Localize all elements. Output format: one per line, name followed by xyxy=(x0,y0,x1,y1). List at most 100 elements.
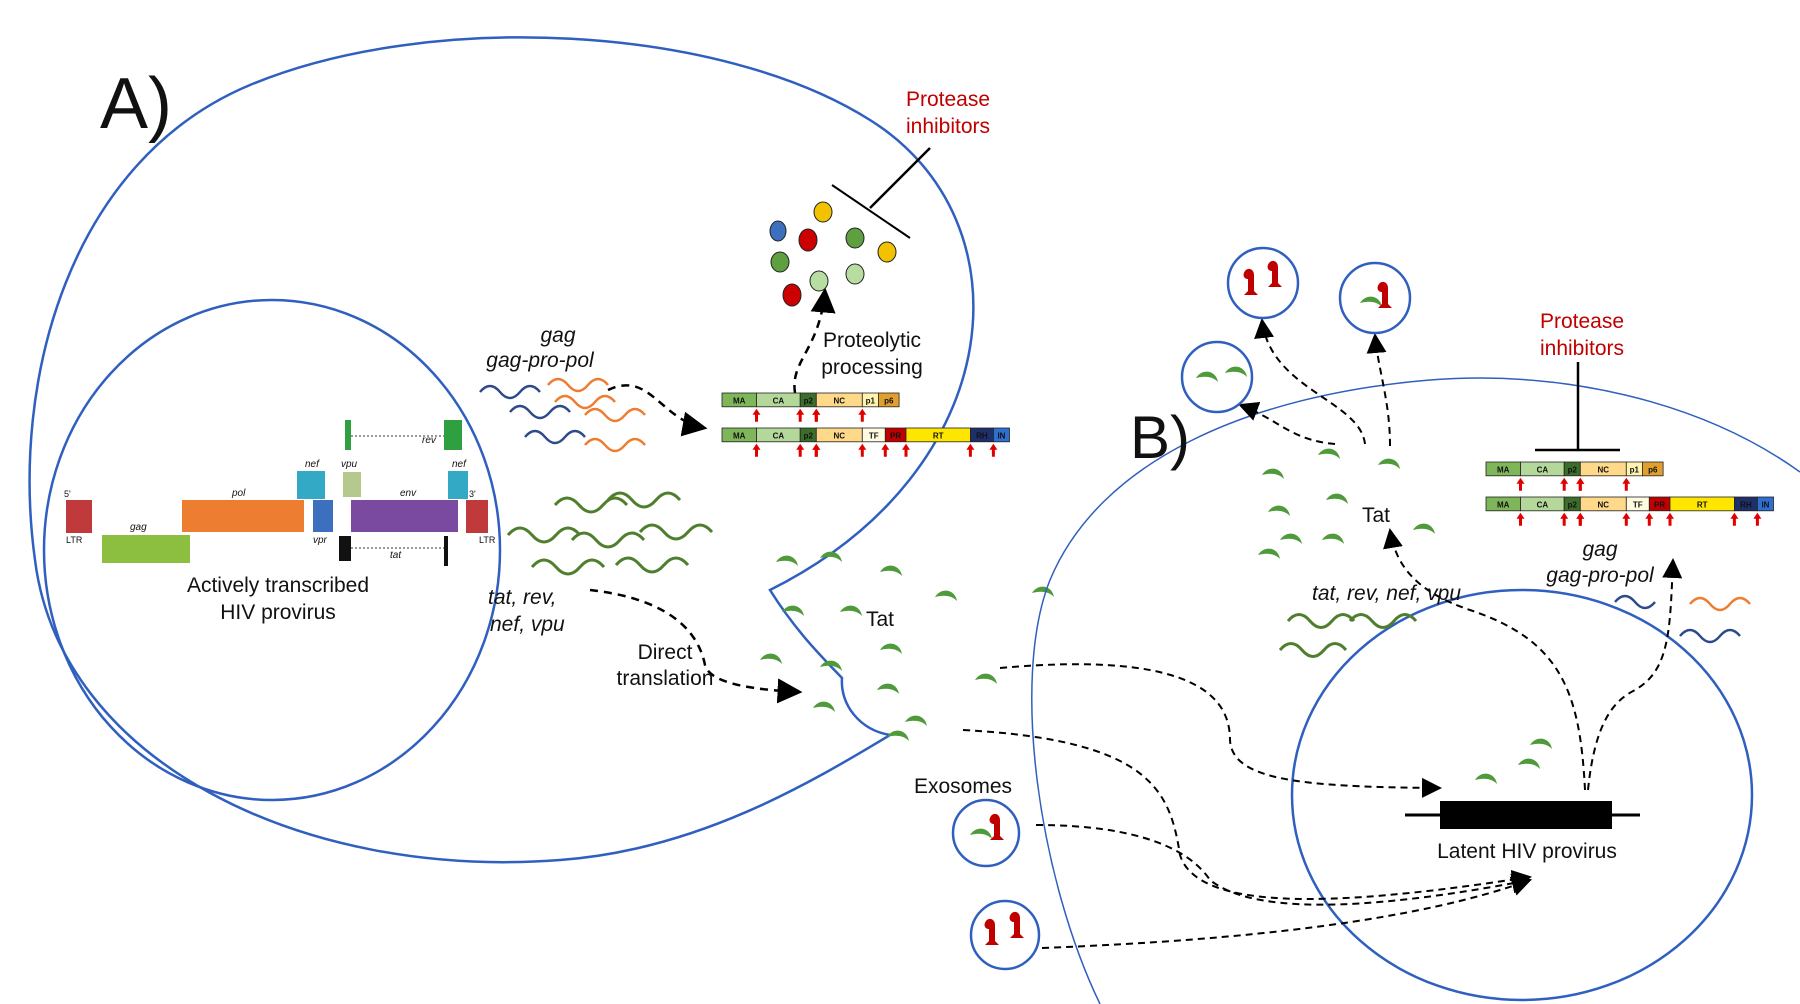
tat-at-promoter xyxy=(1475,738,1552,784)
tat-proteins-a xyxy=(760,551,1054,712)
cleavage-site-arrow xyxy=(752,408,761,422)
polyprotein-segment-label: NC xyxy=(834,431,846,440)
protease-inhibitors-b-line1: Protease xyxy=(1540,310,1624,333)
tat-protein xyxy=(813,701,835,712)
tat-protein xyxy=(1530,738,1552,749)
polyprotein-segment-label: p1 xyxy=(866,396,876,405)
tat-exon1 xyxy=(339,536,351,561)
cleavage-site-arrow xyxy=(1753,512,1762,526)
cleavage-site-arrow xyxy=(796,408,805,422)
vpr-box xyxy=(313,500,333,532)
spliced-label-line2: nef, vpu xyxy=(490,613,565,636)
tat-protein xyxy=(880,565,902,576)
cleavage-site-arrow xyxy=(1560,477,1569,491)
cleavage-site-arrow xyxy=(1666,512,1674,526)
polyprotein-segment-label: PR xyxy=(890,431,901,440)
proteolytic-label-line2: processing xyxy=(821,356,923,379)
polyprotein-segment-label: CA xyxy=(1537,500,1549,509)
polyprotein-segment-label: NC xyxy=(834,396,846,405)
polyprotein-segment-label: MA xyxy=(1497,465,1510,474)
panel-b: B) Latent HIV provirus Tat xyxy=(962,246,1800,1004)
cleavage-site-arrow xyxy=(858,443,867,457)
polyprotein-segment-label: IN xyxy=(1761,500,1769,509)
polyprotein-segment-label: TF xyxy=(1633,500,1643,509)
polyprotein-segment-label: p2 xyxy=(804,396,814,405)
cleavage-site-arrow xyxy=(1576,477,1585,491)
tat-protein xyxy=(1413,523,1435,534)
cleavage-site-arrow xyxy=(1622,512,1631,526)
ltr5-prime-label: 5' xyxy=(64,489,71,499)
polyprotein-segment-label: NC xyxy=(1598,465,1610,474)
tat-protein xyxy=(1475,773,1497,784)
gag-gene-label: gag xyxy=(130,522,147,533)
polyprotein-segment-label: RH xyxy=(1740,500,1752,509)
arrow-exosome-tat xyxy=(962,729,1532,900)
tat-protein xyxy=(776,555,798,566)
arrow-exosome2 xyxy=(1041,876,1532,949)
direct-label-line1: Direct xyxy=(638,641,693,664)
tat-protein xyxy=(935,590,957,601)
rev-exon2 xyxy=(444,420,462,450)
polyprotein-segment-p6 xyxy=(1642,461,1664,477)
transcript-gag-label: gag xyxy=(540,324,575,347)
rev-gene-label: rev xyxy=(422,435,437,446)
nucleus-a xyxy=(42,298,502,802)
tat-protein xyxy=(877,683,899,694)
polyprotein-segment-label: CA xyxy=(1537,465,1549,474)
polyprotein-segment-label: RT xyxy=(933,431,944,440)
protease-inhibitors-a-line2: inhibitors xyxy=(906,115,990,138)
cleavage-site-arrow xyxy=(966,443,975,457)
cleavage-site-arrow xyxy=(796,443,805,457)
polyprotein-segment-label: p6 xyxy=(884,396,894,405)
cleavage-site-arrow xyxy=(1576,512,1585,526)
cleavage-site-arrow xyxy=(812,408,821,422)
released-exosome-1 xyxy=(1180,340,1254,414)
released-exosome-3 xyxy=(1338,261,1412,335)
latent-provirus-label: Latent HIV provirus xyxy=(1437,840,1617,863)
polyprotein-segment-label: p2 xyxy=(804,431,814,440)
protease-inhibitors-b-line2: inhibitors xyxy=(1540,337,1624,360)
cleavage-site-arrow xyxy=(989,443,998,457)
tat-protein xyxy=(1268,505,1290,516)
polyprotein-segment-label: p2 xyxy=(1568,500,1578,509)
arrow-to-exosome-left xyxy=(1238,401,1336,445)
panel-b-label: B) xyxy=(1130,404,1190,471)
tat-protein xyxy=(887,730,909,741)
provirus-label-line2: HIV provirus xyxy=(220,601,336,624)
proteolytic-label-line1: Proteolytic xyxy=(823,329,921,352)
arrow-tat-to-provirus xyxy=(999,663,1442,798)
tat-protein xyxy=(1280,533,1302,544)
tat-label-a: Tat xyxy=(866,608,894,631)
arrow-exosome1 xyxy=(1035,824,1532,906)
tat-protein xyxy=(1326,493,1348,504)
cleavage-site-arrow xyxy=(752,443,761,457)
mature-proteins xyxy=(769,201,897,307)
tat-protein xyxy=(1258,548,1280,559)
ltr5-label: LTR xyxy=(66,535,83,545)
rev-exon1 xyxy=(345,420,351,450)
arrow-to-polyprotein xyxy=(607,384,708,437)
tat-protein xyxy=(760,653,782,664)
tat-protein xyxy=(840,605,862,616)
polyprotein-segment-label: CA xyxy=(773,431,785,440)
provirus-label-line1: Actively transcribed xyxy=(187,574,369,597)
tat-protein xyxy=(1518,758,1540,769)
tat-exon2 xyxy=(444,536,448,566)
tat-protein xyxy=(905,715,927,726)
cleavage-site-arrow xyxy=(902,443,910,457)
polyprotein-segment-label: MA xyxy=(1497,500,1510,509)
tat-gene-label: tat xyxy=(390,550,402,561)
nef-left-box xyxy=(297,471,325,499)
pol-box xyxy=(182,500,304,532)
exosomes-label: Exosomes xyxy=(914,775,1012,798)
polyprotein-segment-label: RT xyxy=(1697,500,1708,509)
polyprotein-segment-label: RH xyxy=(976,431,988,440)
polyprotein-segment-in xyxy=(1757,496,1774,512)
transcript-gag-pro-pol-label: gag-pro-pol xyxy=(486,349,595,372)
inhibitor-a-stem xyxy=(869,147,931,209)
cell-b-membrane xyxy=(1031,377,1800,1004)
nef-right-label: nef xyxy=(452,459,467,470)
polyprotein-segment-label: TF xyxy=(869,431,879,440)
